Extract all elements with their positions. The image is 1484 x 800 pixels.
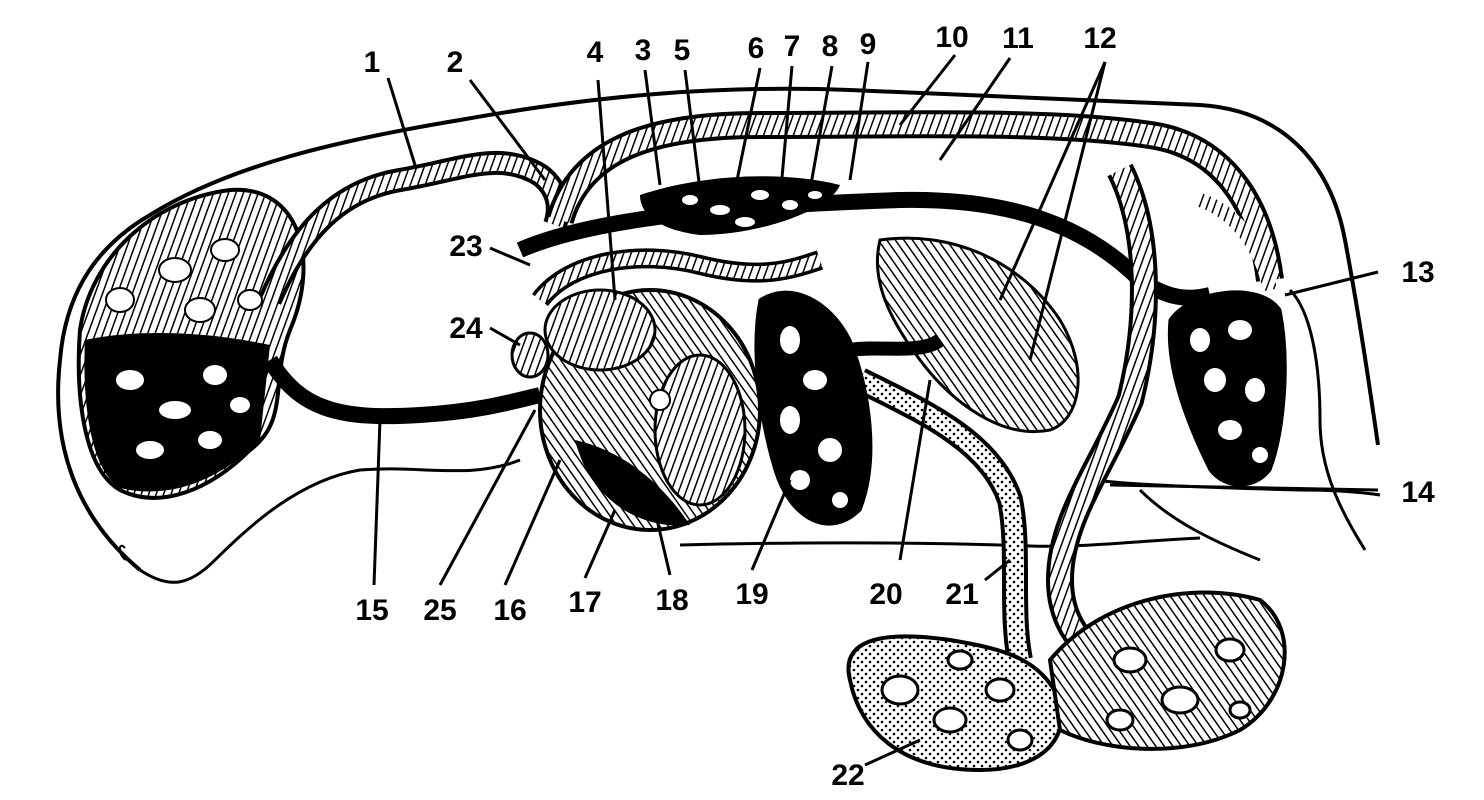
label-18: 18 [655, 584, 688, 617]
pharyngeal-arches [640, 176, 840, 235]
mesonephric-network [848, 236, 1080, 433]
vitelline-artery-fill [1049, 165, 1154, 658]
head-capillary-network [76, 187, 306, 500]
label-5: 5 [674, 34, 691, 67]
label-22: 22 [831, 759, 864, 792]
leader-lines [372, 54, 1379, 767]
label-6: 6 [748, 32, 765, 65]
liver-capillary-network [754, 290, 873, 526]
label-12: 12 [1083, 22, 1116, 55]
label-3: 3 [635, 34, 652, 67]
anterior-cardinal-vein [263, 355, 542, 425]
label-2: 2 [447, 46, 464, 79]
label-23: 23 [449, 230, 482, 263]
posterior-cardinal-vein [516, 191, 1212, 306]
label-16: 16 [493, 594, 526, 627]
label-14: 14 [1401, 476, 1435, 509]
heart [510, 288, 762, 532]
label-24: 24 [449, 312, 483, 345]
label-17: 17 [568, 586, 601, 619]
label-7: 7 [784, 30, 801, 63]
figure-labels: 1 2 3 4 5 6 7 8 9 10 11 12 13 14 15 16 1… [355, 21, 1435, 792]
label-10: 10 [935, 21, 968, 54]
label-25: 25 [423, 594, 456, 627]
aortic-arch-loop-fill [534, 251, 823, 305]
yolk-sac-network [846, 590, 1287, 773]
label-9: 9 [860, 28, 877, 61]
label-13: 13 [1401, 256, 1434, 289]
dorsal-head-vessel-fill [262, 154, 566, 304]
tail-capillary-network [1167, 193, 1287, 487]
label-15: 15 [355, 594, 388, 627]
label-20: 20 [869, 578, 902, 611]
label-21: 21 [945, 578, 978, 611]
vitelline-vein-fill [855, 371, 1029, 662]
label-1: 1 [364, 46, 381, 79]
label-19: 19 [735, 578, 768, 611]
label-11: 11 [1002, 22, 1034, 55]
label-4: 4 [587, 36, 604, 69]
label-8: 8 [822, 30, 839, 63]
dorsal-aorta-fill [550, 114, 1280, 282]
